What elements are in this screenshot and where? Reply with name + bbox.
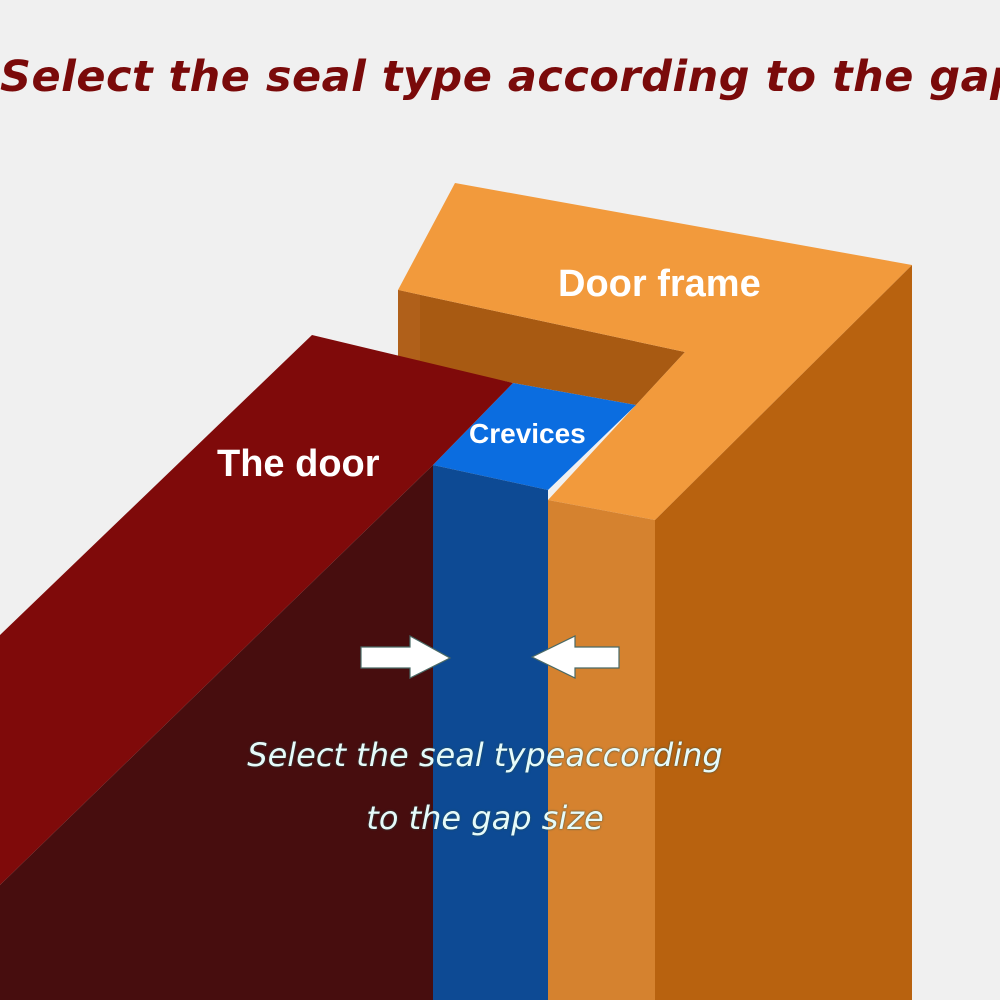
frame-top-face xyxy=(398,183,912,520)
gap-top-face xyxy=(433,383,636,490)
frame-inner-wall xyxy=(398,290,685,405)
door-front-face xyxy=(0,465,433,1000)
arrow-right-icon xyxy=(360,634,452,679)
arrow-left-icon xyxy=(530,635,620,679)
page-title: Select the seal type according to the ga… xyxy=(0,52,1000,102)
frame-front-face xyxy=(548,500,655,1000)
crevices-label: Crevices xyxy=(469,418,586,449)
note-line-2: to the gap size xyxy=(366,799,604,837)
note-line-1: Select the seal typeaccording xyxy=(247,736,723,774)
frame-side-face xyxy=(655,265,912,1000)
the-door-label: The door xyxy=(217,443,380,485)
gap-front-face xyxy=(433,465,548,1000)
door-top-face xyxy=(0,335,513,885)
door-frame-label: Door frame xyxy=(558,263,761,305)
frame-left-edge xyxy=(398,290,420,360)
